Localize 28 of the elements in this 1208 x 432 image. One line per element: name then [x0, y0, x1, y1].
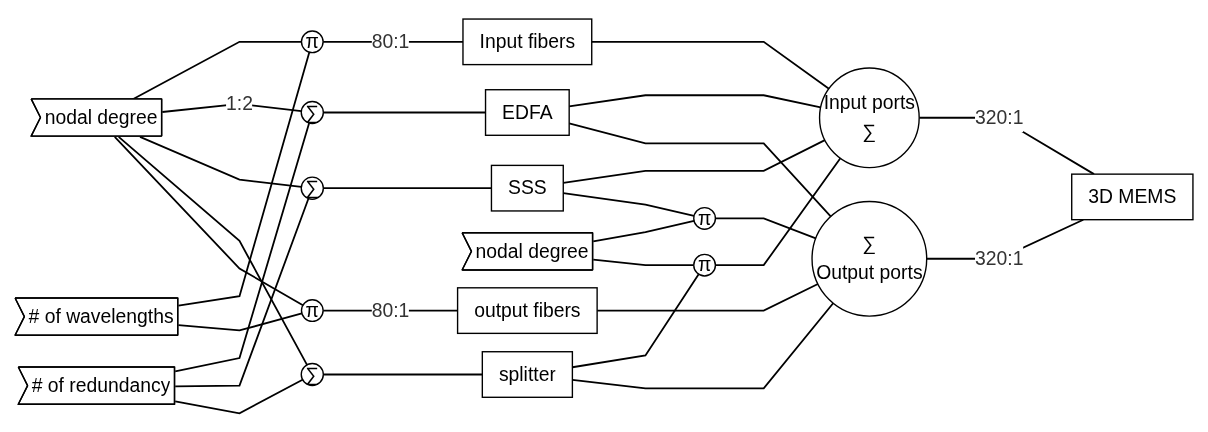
node-circle: π	[300, 298, 324, 322]
connector	[592, 219, 695, 243]
node-circle: ∑	[300, 176, 324, 200]
edge-label: 80:1	[371, 298, 410, 321]
edge-label: 320:1	[975, 246, 1024, 269]
edge-label: 1:2	[226, 92, 253, 115]
edge-label: 80:1	[371, 29, 410, 53]
node-circle: ∑	[300, 100, 324, 125]
connector	[174, 122, 311, 372]
node-box: Input fibers	[462, 18, 593, 66]
node-circle: π	[693, 253, 717, 277]
connector	[174, 197, 310, 388]
node-circle: ∑	[300, 362, 324, 387]
node-circle: Input ports ∑	[818, 67, 920, 169]
connector	[117, 135, 308, 366]
node-box: SSS	[490, 164, 564, 212]
edge-label: 320:1	[975, 105, 1024, 128]
node-box: EDFA	[484, 88, 570, 136]
node-circle: π	[300, 30, 324, 54]
node-box: splitter	[481, 350, 574, 398]
node-circle: π	[693, 206, 717, 230]
connector	[177, 51, 311, 307]
connector	[113, 135, 304, 306]
node-circle: ∑ Output ports	[811, 200, 928, 317]
node-box: output fibers	[456, 286, 598, 334]
connector	[174, 378, 304, 415]
node-box: 3D MEMS	[1071, 173, 1194, 221]
connector	[177, 312, 303, 332]
